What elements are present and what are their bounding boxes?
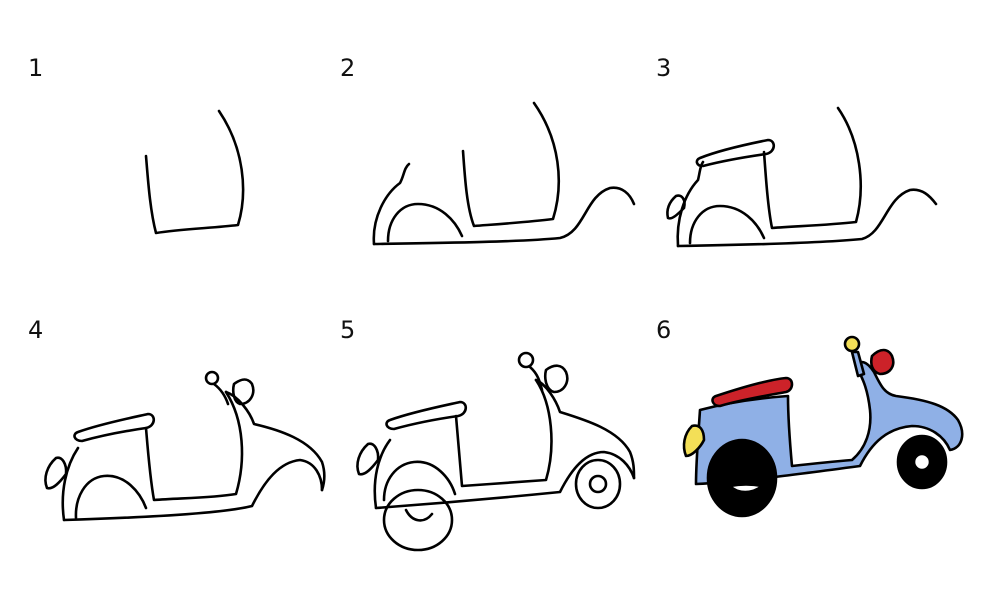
step-1-drawing: [144, 109, 245, 235]
step-6-front-wheel-hub: [912, 452, 932, 472]
step-5-mirror: [543, 364, 569, 394]
step-4-wheel-arch: [74, 474, 148, 520]
step-6-handlebar: [850, 350, 866, 378]
step-4-lower-line: [62, 458, 324, 522]
step-5-tail-light: [356, 442, 380, 476]
step-3-seat: [695, 138, 776, 168]
step-2-drawing: [372, 101, 636, 246]
step-number-1: 1: [28, 54, 44, 82]
step-5-lower-line: [374, 450, 636, 510]
step-3-body-line: [762, 106, 862, 230]
step-6-headlight: [843, 335, 861, 353]
step-5-rear-wheel: [382, 488, 454, 552]
step-6-tail-light: [682, 424, 706, 458]
step-number-4: 4: [28, 316, 44, 344]
step-5-body-line: [454, 378, 553, 488]
step-4-rear-body: [61, 446, 80, 522]
step-3-wheel-arch: [688, 204, 766, 245]
step-5-seat: [385, 400, 468, 431]
step-5-rear-body: [373, 438, 392, 510]
step-6-seat: [711, 376, 794, 408]
step-6-rear-wheel: [706, 438, 778, 518]
step-5-drawing: [356, 351, 636, 552]
step-5-headlight: [517, 351, 535, 369]
step-4-tail-light: [44, 456, 68, 490]
step-number-3: 3: [656, 54, 672, 82]
step-4-headlight: [204, 370, 220, 386]
step-6-rear-wheel-hub: [728, 483, 764, 494]
step-5-rear-wheel-hub: [404, 508, 434, 522]
step-4-seat: [73, 412, 156, 443]
step-5-rear-wheel-arch: [382, 460, 457, 502]
step-4-mirror: [231, 378, 255, 406]
step-number-2: 2: [340, 54, 356, 82]
step-3-lower-line: [676, 188, 938, 248]
step-6-mirror: [869, 348, 895, 376]
step-4-handlebar: [212, 382, 230, 406]
step-2-lower-line: [372, 186, 636, 246]
step-number-6: 6: [656, 316, 672, 344]
step-4-drawing: [44, 370, 326, 522]
step-1-body-line: [144, 109, 245, 235]
step-5-front-fender: [534, 378, 636, 480]
step-5-front-wheel-hub: [588, 474, 608, 494]
step-3-drawing: [666, 106, 938, 248]
step-2-body-line: [461, 101, 561, 228]
step-2-wheel-arch: [386, 202, 464, 243]
step-2-rear-fender: [372, 162, 411, 246]
step-5-front-wheel: [574, 458, 622, 510]
step-5-handlebar: [528, 365, 544, 392]
step-3-tail-light: [666, 194, 686, 220]
step-6-drawing: [682, 335, 964, 518]
step-4-front-fender: [224, 390, 326, 492]
step-4-body-line: [144, 390, 244, 502]
step-number-5: 5: [340, 316, 356, 344]
